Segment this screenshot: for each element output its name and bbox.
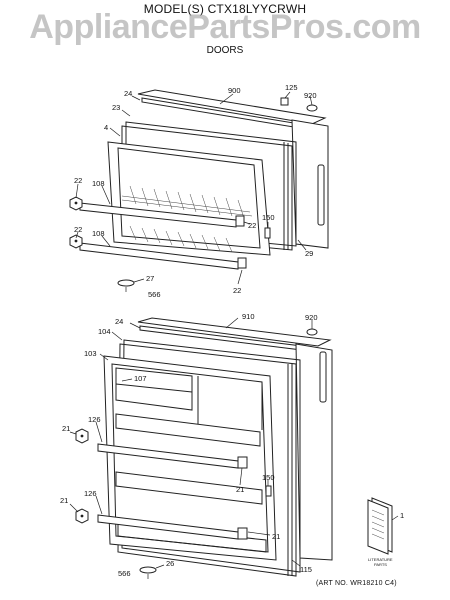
callout-21: 21 <box>60 496 68 505</box>
callout-21: 21 <box>236 485 244 494</box>
callout-920: 920 <box>304 91 317 100</box>
callout-126: 126 <box>88 415 101 424</box>
callout-labels: 900 125 920 24 23 4 22 108 22 108 150 22… <box>60 83 404 578</box>
section-title: DOORS <box>206 45 244 56</box>
door-hinge-part <box>69 196 83 249</box>
callout-22: 22 <box>74 225 82 234</box>
freezer-door-top-cap <box>137 89 327 125</box>
callout-26: 26 <box>166 559 174 568</box>
callout-22: 22 <box>233 286 241 295</box>
freezer-door-outer-panel <box>291 119 329 249</box>
callout-566: 566 <box>148 290 161 299</box>
freezer-door-liner <box>107 141 271 256</box>
leader-lines <box>69 91 399 569</box>
door-hinge-part <box>75 428 89 524</box>
callout-21: 21 <box>62 424 70 433</box>
callout-125: 125 <box>285 83 298 92</box>
callout-1: 1 <box>400 511 404 520</box>
freezer-door-assembly <box>69 89 329 292</box>
shelf-end-cap <box>237 456 248 469</box>
model-title: MODEL(S) CTX18LYYCRWH <box>143 2 307 16</box>
callout-910: 910 <box>242 312 255 321</box>
callout-920: 920 <box>305 313 318 322</box>
fresh-food-door-top-cap <box>137 317 332 347</box>
callout-27: 27 <box>146 274 154 283</box>
callout-21: 21 <box>272 532 280 541</box>
callout-22: 22 <box>248 221 256 230</box>
callout-108: 108 <box>92 229 105 238</box>
callout-115: 115 <box>300 565 312 574</box>
callout-126: 126 <box>84 489 97 498</box>
callout-150: 150 <box>262 213 275 222</box>
callout-29: 29 <box>305 249 313 258</box>
callout-900: 900 <box>228 86 241 95</box>
art-number: (ART NO. WR18210 C4) <box>316 580 397 587</box>
callout-103: 103 <box>84 349 97 358</box>
callout-23: 23 <box>112 103 120 112</box>
callout-108: 108 <box>92 179 105 188</box>
callout-150: 150 <box>262 473 275 482</box>
callout-24: 24 <box>115 317 123 326</box>
shelf-end-cap <box>237 257 247 269</box>
shelf-end-cap <box>237 527 248 540</box>
fresh-food-door-outer-panel <box>295 343 333 561</box>
callout-107: 107 <box>134 374 147 383</box>
callout-22: 22 <box>74 176 82 185</box>
fresh-food-door-assembly <box>75 317 333 579</box>
literature-booklet: LITERATURE PARTS <box>367 497 393 567</box>
dairy-compartment-door <box>115 367 193 411</box>
shelf-end-cap <box>235 215 245 227</box>
callout-566: 566 <box>118 569 131 578</box>
callout-104: 104 <box>98 327 111 336</box>
literature-label-1: LITERATURE <box>368 557 393 562</box>
callout-24: 24 <box>124 89 132 98</box>
callout-4: 4 <box>104 123 108 132</box>
literature-label-2: PARTS <box>374 562 387 567</box>
freezer-shelf-bar-lower <box>79 242 239 270</box>
